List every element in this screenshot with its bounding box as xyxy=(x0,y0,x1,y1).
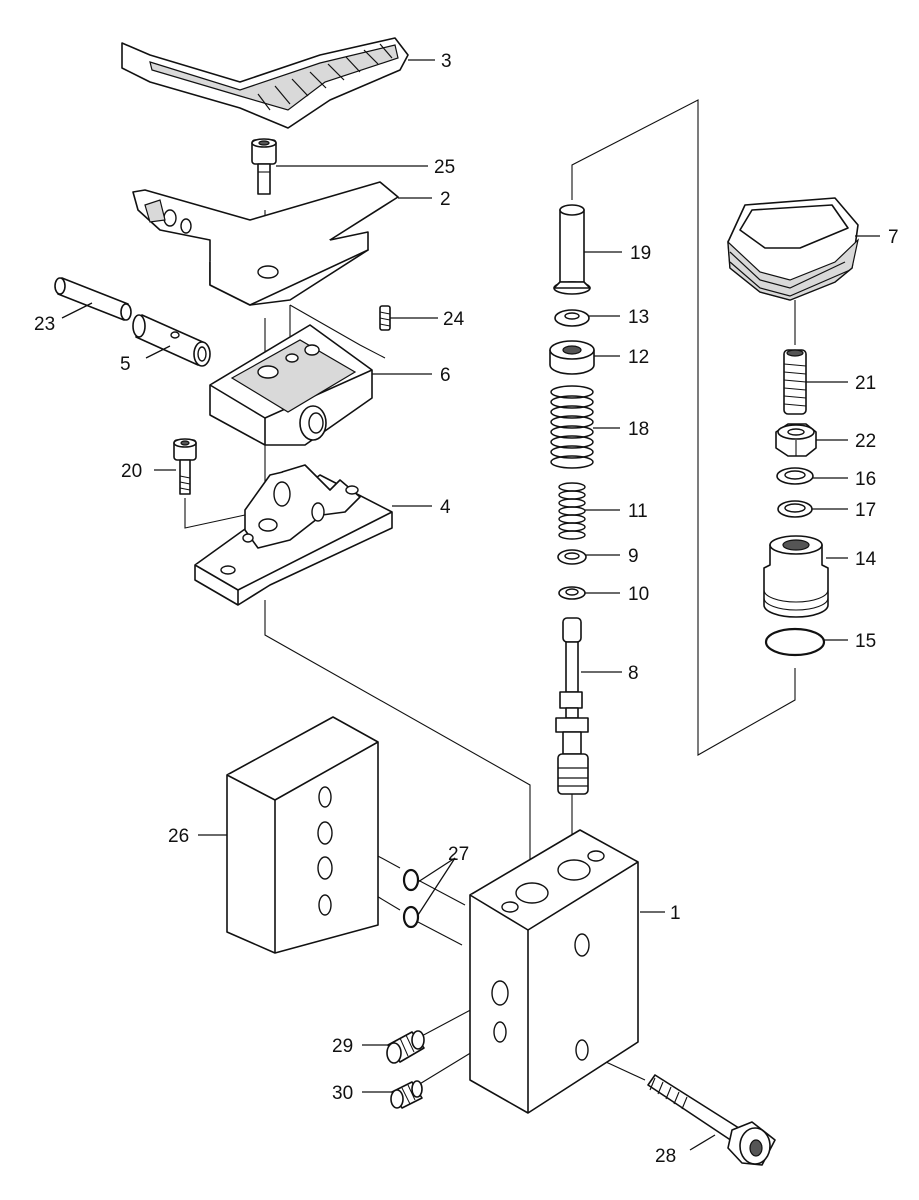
shim-part xyxy=(557,549,587,565)
plug-body-part xyxy=(763,535,829,618)
callout-21: 21 xyxy=(855,373,876,394)
washer-part xyxy=(554,309,590,327)
callout-5: 5 xyxy=(120,354,131,375)
port-o-rings-part xyxy=(402,868,420,929)
large-spring-part xyxy=(550,385,594,469)
callout-1: 1 xyxy=(670,903,681,924)
callout-12: 12 xyxy=(628,347,649,368)
leader-lines xyxy=(61,59,880,1151)
callout-26: 26 xyxy=(168,826,189,847)
valve-body-part xyxy=(469,829,639,1114)
callout-8: 8 xyxy=(628,663,639,684)
small-port-plug-part xyxy=(390,1080,423,1109)
threaded-rod-part xyxy=(783,349,807,415)
callout-24: 24 xyxy=(443,309,465,330)
callout-22: 22 xyxy=(855,431,876,452)
callout-6: 6 xyxy=(440,365,451,386)
pin-part xyxy=(54,277,132,321)
callout-19: 19 xyxy=(630,243,651,264)
bushing-part xyxy=(132,314,211,367)
callout-20: 20 xyxy=(121,461,142,482)
shim-washer-part xyxy=(558,586,586,600)
callout-9: 9 xyxy=(628,546,639,567)
port-plug-part xyxy=(386,1030,425,1064)
screw-part xyxy=(173,438,197,495)
seal-ring-part xyxy=(777,500,813,518)
pedal-arm-part xyxy=(132,181,399,306)
callout-2: 2 xyxy=(440,189,451,210)
seal-washer-part xyxy=(776,467,814,485)
spool-part xyxy=(555,617,589,795)
callout-3: 3 xyxy=(441,51,452,72)
callout-16: 16 xyxy=(855,469,876,490)
o-ring-part xyxy=(764,627,826,657)
callout-23: 23 xyxy=(34,314,55,335)
callout-10: 10 xyxy=(628,584,649,605)
spring-seat-part xyxy=(549,340,595,375)
callout-29: 29 xyxy=(332,1036,353,1057)
callout-13: 13 xyxy=(628,307,649,328)
plunger-part xyxy=(553,204,591,295)
callout-27: 27 xyxy=(448,844,469,865)
callout-4: 4 xyxy=(440,497,451,518)
callout-30: 30 xyxy=(332,1083,353,1104)
rubber-boot-part xyxy=(727,197,859,301)
callout-15: 15 xyxy=(855,631,876,652)
pedal-bracket-part xyxy=(209,324,373,446)
set-screw-part xyxy=(379,305,391,331)
callout-25: 25 xyxy=(434,157,455,178)
side-block-part xyxy=(226,716,379,954)
cap-screw-part xyxy=(251,138,277,195)
spool-stack xyxy=(549,204,595,795)
right-stack xyxy=(727,197,859,657)
callout-28: 28 xyxy=(655,1146,676,1167)
callout-7: 7 xyxy=(888,227,899,248)
hex-nut-part xyxy=(775,423,817,457)
base-plate-part xyxy=(194,464,393,606)
callout-labels: 3 25 2 23 5 24 6 20 4 19 13 12 18 11 9 1… xyxy=(34,51,899,1167)
callout-17: 17 xyxy=(855,500,876,521)
callout-14: 14 xyxy=(855,549,877,570)
pedal-pad-part xyxy=(121,37,409,129)
small-spring-part xyxy=(558,482,586,540)
callout-11: 11 xyxy=(628,501,648,522)
long-bolt-part xyxy=(647,1074,776,1166)
callout-18: 18 xyxy=(628,419,649,440)
